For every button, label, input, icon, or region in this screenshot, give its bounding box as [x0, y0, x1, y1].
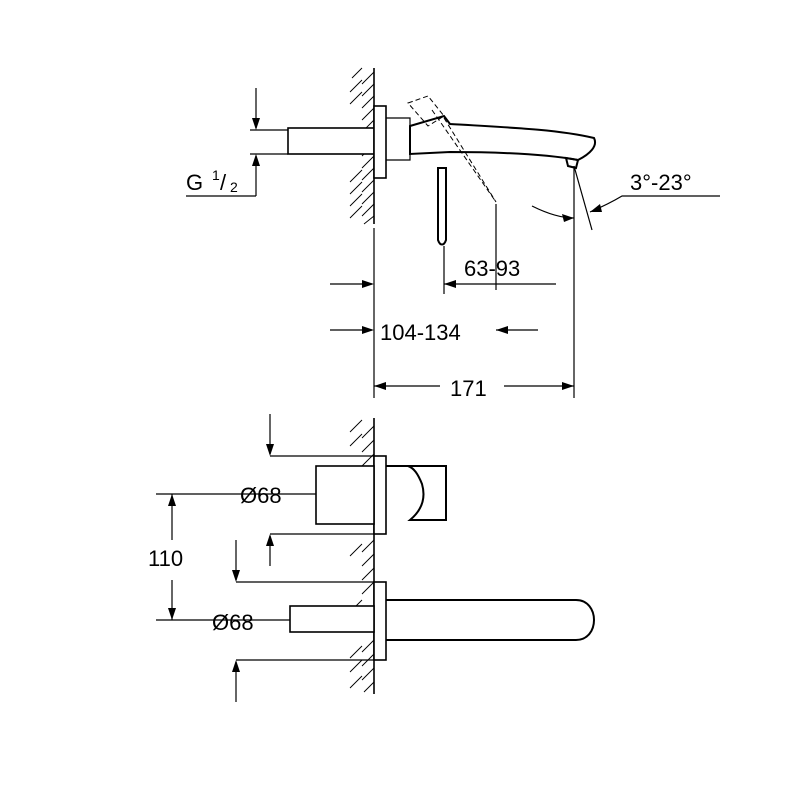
bottom-view: Ø68 Ø68 110 [148, 414, 595, 702]
handle-diameter-label: Ø68 [240, 483, 282, 508]
spout [409, 114, 596, 162]
top-view: G 1 / 2 3°-23° 63-93 [186, 67, 720, 401]
spout-projection-label: 171 [450, 376, 487, 401]
angle-dimension: 3°-23° [531, 165, 720, 232]
center-distance-dimension: 110 [148, 493, 316, 621]
wall-to-lever-dimension: 104-134 [330, 228, 538, 398]
handle-plate [373, 455, 387, 535]
spout-stub [289, 605, 375, 633]
thread-slash: / [220, 170, 227, 195]
mixer-body [386, 117, 411, 161]
lever-reach-label: 63-93 [464, 256, 520, 281]
handle-diameter-dimension: Ø68 [240, 414, 374, 566]
thread-num: 1 [212, 167, 220, 183]
thread-den: 2 [230, 179, 238, 195]
handle-body [315, 465, 375, 525]
handle-lever [386, 465, 447, 521]
wall-flange [373, 105, 387, 179]
spout-diameter-dimension: Ø68 [212, 540, 374, 702]
lever-reach-dimension: 63-93 [330, 204, 556, 294]
center-distance-label: 110 [148, 546, 183, 571]
wall-to-lever-label: 104-134 [380, 320, 461, 345]
spout-projection-dimension: 171 [374, 232, 575, 401]
lever [437, 167, 447, 246]
spout-diameter-label: Ø68 [212, 610, 254, 635]
thread-letter: G [186, 170, 203, 195]
spout-front [386, 599, 595, 641]
thread-dimension: G 1 / 2 [186, 88, 288, 197]
thread-pipe [287, 127, 375, 155]
lever-open-position [407, 95, 497, 203]
wall-bottom [349, 418, 375, 694]
aerator [564, 156, 580, 170]
angle-label: 3°-23° [630, 170, 692, 195]
spout-plate [373, 581, 387, 661]
